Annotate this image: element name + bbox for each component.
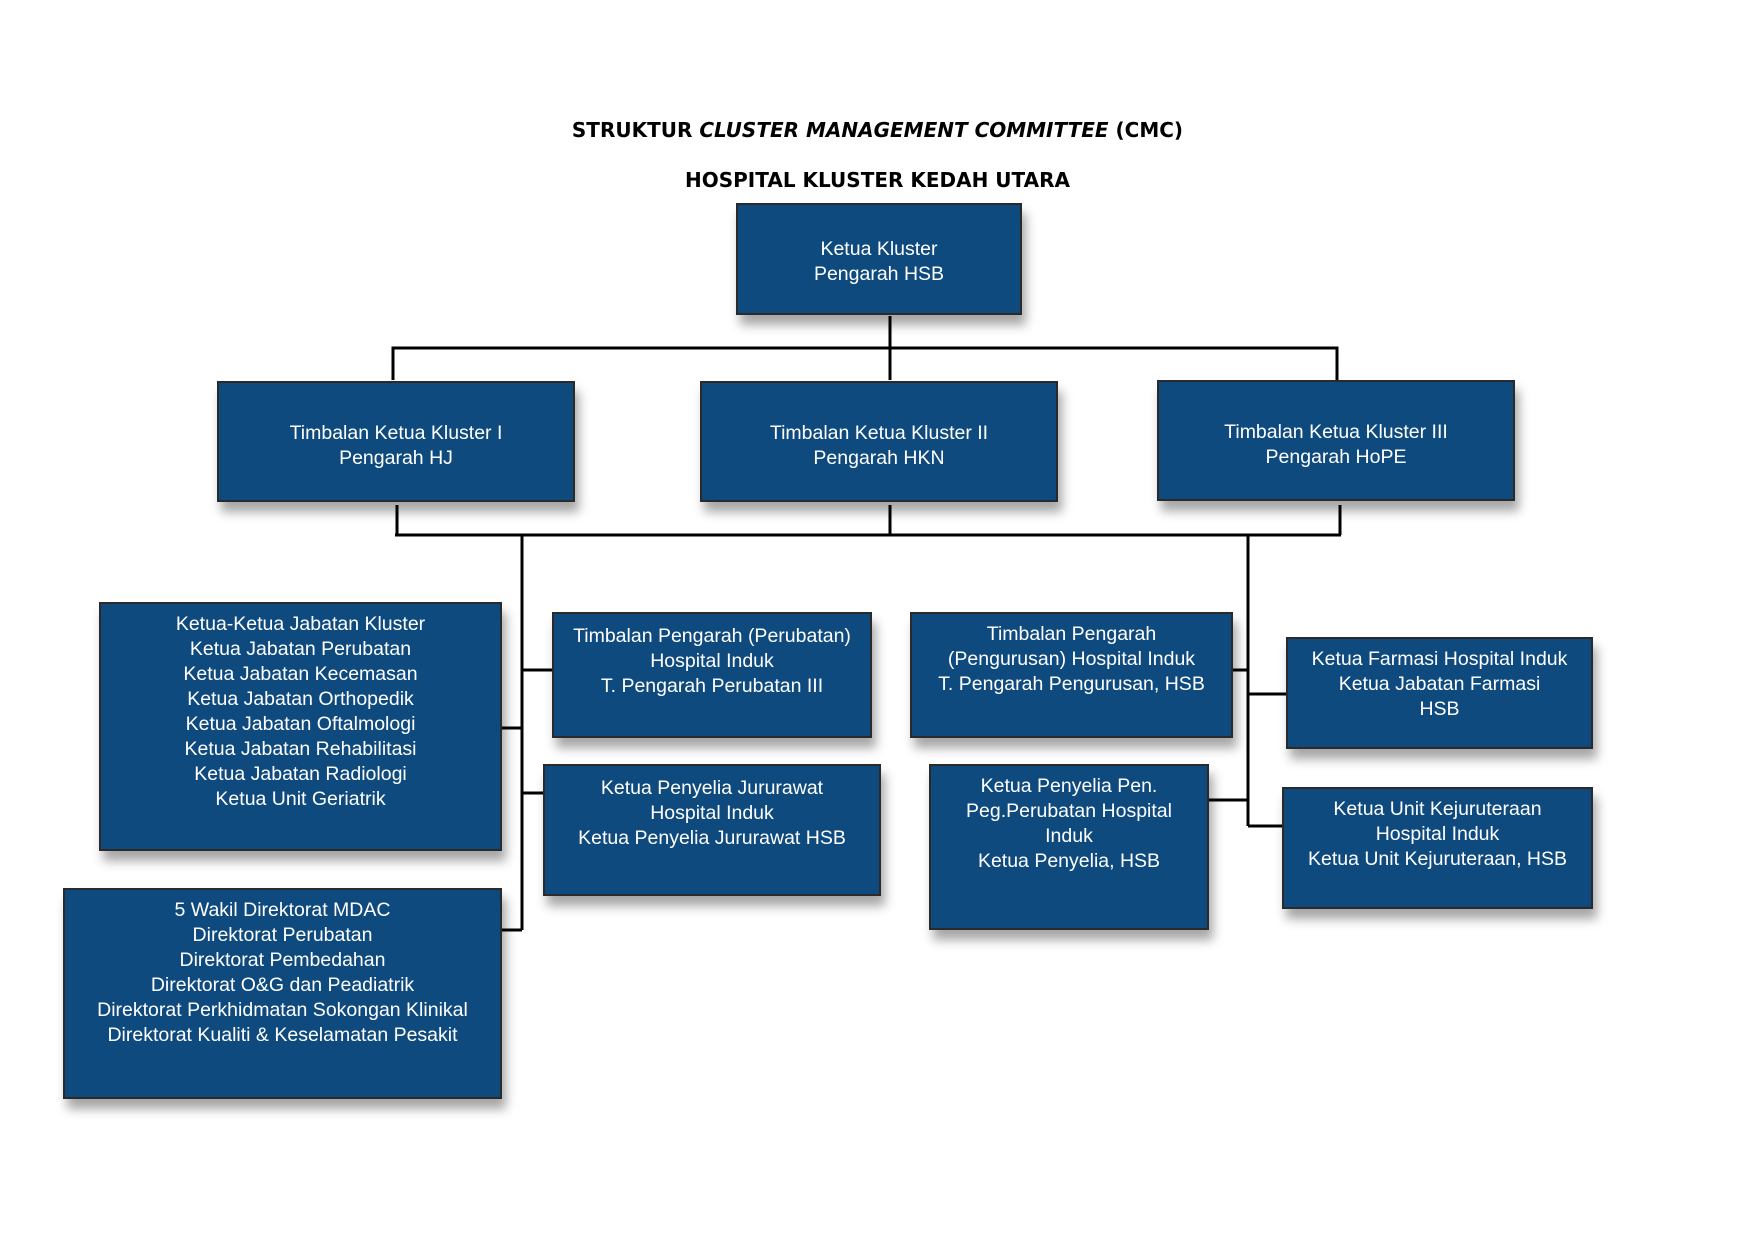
box-line: Induk <box>1045 825 1093 847</box>
box-line: Ketua Jabatan Kecemasan <box>183 663 418 685</box>
box-line: 5 Wakil Direktorat MDAC <box>174 899 391 921</box>
box-ketua-penyelia-pen-peg: Ketua Penyelia Pen. Peg.Perubatan Hospita… <box>929 764 1209 930</box>
box-line: Ketua Jabatan Rehabilitasi <box>184 738 417 760</box>
box-line: Hospital Induk <box>1375 823 1500 845</box>
box-line: Ketua Penyelia Pen. <box>980 775 1158 797</box>
box-line: Ketua Kluster <box>820 238 938 260</box>
box-wakil-direktorat-mdac: 5 Wakil Direktorat MDAC Direktorat Peruba… <box>63 888 502 1099</box>
box-line: Ketua Unit Kejuruteraan, HSB <box>1307 848 1568 870</box>
box-line: Pengarah HKN <box>813 447 945 469</box>
box-line: Ketua Jabatan Oftalmologi <box>185 713 416 735</box>
box-line: Timbalan Ketua Kluster III <box>1224 421 1448 443</box>
box-line: Direktorat Kualiti & Keselamatan Pesakit <box>107 1024 458 1046</box>
box-line: Hospital Induk <box>650 650 774 672</box>
box-line: Direktorat Perkhidmatan Sokongan Klinika… <box>97 999 468 1021</box>
box-timbalan-pengarah-perubatan: Timbalan Pengarah (Perubatan) Hospital In… <box>552 612 872 738</box>
title-italic: CLUSTER MANAGEMENT COMMITTEE <box>699 118 1109 142</box>
box-line: Ketua Jabatan Farmasi <box>1338 673 1541 695</box>
box-line: Direktorat Perubatan <box>192 924 373 946</box>
box-timbalan-ketua-kluster-3: Timbalan Ketua Kluster III Pengarah HoPE <box>1157 380 1515 501</box>
box-line: Ketua Farmasi Hospital Induk <box>1311 648 1568 670</box>
box-line: Timbalan Ketua Kluster II <box>769 422 989 444</box>
box-line: Ketua Penyelia Jururawat <box>600 777 824 799</box>
box-line: Ketua Unit Kejuruteraan <box>1333 798 1542 820</box>
box-line: Ketua Penyelia Jururawat HSB <box>578 827 846 849</box>
connector-left <box>502 535 552 932</box>
box-line: HSB <box>1419 698 1460 720</box>
connector-right <box>1209 535 1286 828</box>
box-line: Peg.Perubatan Hospital <box>966 800 1172 822</box>
box-line: Hospital Induk <box>650 802 774 824</box>
chart-title: STRUKTUR CLUSTER MANAGEMENT COMMITTEE (C… <box>0 118 1755 142</box>
box-line: T. Pengarah Perubatan III <box>600 675 824 697</box>
box-timbalan-pengarah-pengurusan: Timbalan Pengarah (Pengurusan) Hospital I… <box>910 612 1233 738</box>
connector-middle <box>395 505 1342 537</box>
box-line: Timbalan Ketua Kluster I <box>289 422 503 444</box>
box-line: Timbalan Pengarah <box>986 623 1157 645</box>
title-prefix: STRUKTUR <box>571 118 700 142</box>
chart-subtitle: HOSPITAL KLUSTER KEDAH UTARA <box>685 168 1070 192</box>
box-line: Pengarah HSB <box>813 263 945 285</box>
box-line: Ketua Penyelia, HSB <box>977 850 1161 872</box>
box-line: Ketua Unit Geriatrik <box>215 788 386 810</box>
box-line: Ketua Jabatan Radiologi <box>194 763 407 785</box>
box-line: Timbalan Pengarah (Perubatan) <box>573 625 851 647</box>
box-line: Pengarah HoPE <box>1265 446 1407 468</box>
box-timbalan-ketua-kluster-2: Timbalan Ketua Kluster II Pengarah HKN <box>700 381 1058 502</box>
box-line: Pengarah HJ <box>339 447 453 469</box>
box-line: Ketua Jabatan Perubatan <box>189 638 412 660</box>
box-line: T. Pengarah Pengurusan, HSB <box>938 673 1205 695</box>
box-line: (Pengurusan) Hospital Induk <box>947 648 1196 670</box>
box-line: Direktorat O&G dan Peadiatrik <box>150 974 415 996</box>
box-line: Ketua-Ketua Jabatan Kluster <box>175 613 426 635</box>
box-timbalan-ketua-kluster-1: Timbalan Ketua Kluster I Pengarah HJ <box>217 381 575 502</box>
box-line: Ketua Jabatan Orthopedik <box>187 688 414 710</box>
connector-top <box>391 316 1339 380</box>
title-suffix: (CMC) <box>1108 118 1184 142</box>
box-line: Direktorat Pembedahan <box>179 949 386 971</box>
